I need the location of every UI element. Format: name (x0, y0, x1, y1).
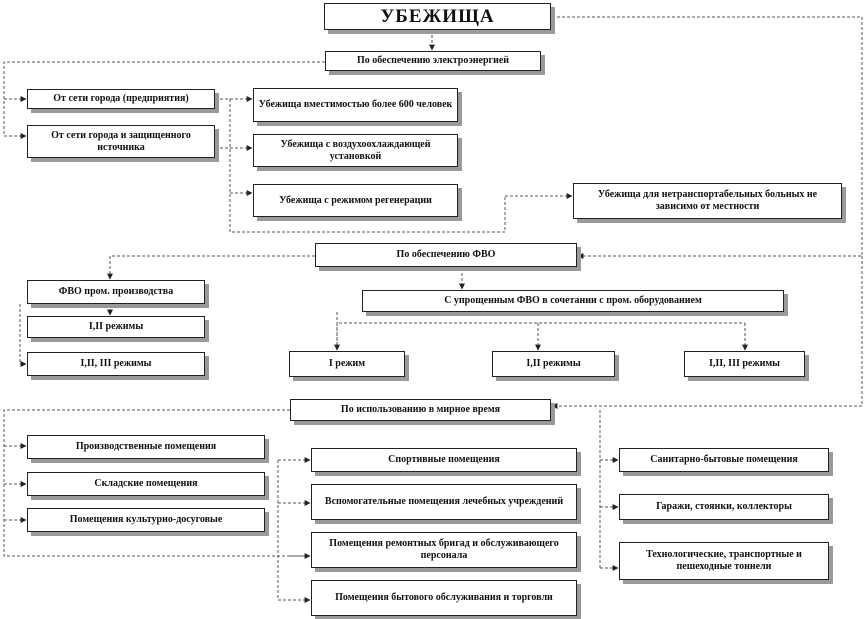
shelter-type-regeneration: Убежища с режимом регенерации (253, 184, 458, 217)
power-source-city-protected: От сети города и защищенного источника (27, 125, 215, 158)
fvo-industrial: ФВО пром. производства (27, 280, 205, 304)
fvo-industrial-mode-2: I,II, III режимы (27, 352, 205, 376)
power-left-trunk (3, 61, 325, 136)
arrow-title-to-fvo (552, 16, 863, 259)
fvo-simplified-mode-2: I,II режимы (492, 351, 615, 377)
peacetime-tunnels: Технологические, транспортные и пешеходн… (619, 542, 829, 580)
peacetime-sanitary: Санитарно-бытовые помещения (619, 448, 829, 472)
fvo-simplified-mode-1: I режим (289, 351, 405, 377)
peacetime-garages: Гаражи, стоянки, коллекторы (619, 494, 829, 520)
peacetime-storage: Складские помещения (27, 472, 265, 496)
power-source-city: От сети города (предприятия) (27, 89, 215, 109)
peacetime-header: По использованию в мирное время (290, 399, 551, 421)
fvo-industrial-mode-1: I,II режимы (27, 316, 205, 338)
power-header: По обеспечению электроэнергией (325, 51, 541, 71)
peace-left-trunk (3, 409, 310, 557)
diagram-title: УБЕЖИЩА (324, 3, 551, 30)
peacetime-repair-crews: Помещения ремонтных бригад и обслуживающ… (311, 532, 577, 568)
shelter-type-cooling: Убежища с воздухоохлаждающей установкой (253, 134, 458, 167)
simplified-mode-bus (336, 312, 745, 344)
peacetime-consumer-services: Помещения бытового обслуживания и торгов… (311, 580, 577, 616)
peacetime-cultural: Помещения культурно-досуговые (27, 508, 265, 532)
peacetime-medical: Вспомогательные помещения лечебных учреж… (311, 484, 577, 520)
fvo-header: По обеспечению ФВО (315, 243, 577, 267)
arrow-title-to-peacetime (551, 256, 863, 409)
fvo-simplified: С упрощенным ФВО в сочетании с пром. обо… (362, 290, 784, 312)
peacetime-sports: Спортивные помещения (311, 448, 577, 472)
types-trunk (229, 99, 506, 233)
fvo-simplified-mode-3: I,II, III режимы (684, 351, 805, 377)
shelter-type-capacity: Убежища вместимостью более 600 человек (253, 88, 458, 122)
shelter-type-non-transportable: Убежища для нетранспортабельных больных … (573, 183, 842, 219)
peacetime-production: Производственные помещения (27, 435, 265, 459)
